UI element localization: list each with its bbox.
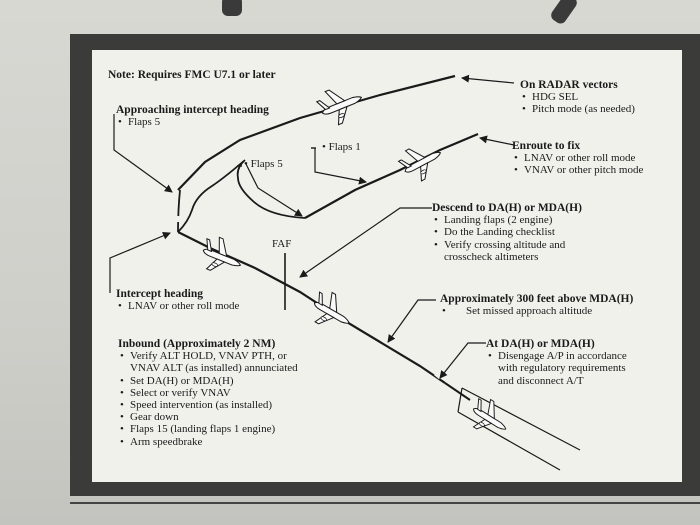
callout-item: Pitch mode (as needed) [520, 103, 635, 115]
callout-title: On RADAR vectors [520, 79, 618, 91]
callout-at-da-mda: At DA(H) or MDA(H) Disengage A/P in acco… [486, 338, 627, 387]
callout-title: Inbound (Approximately 2 NM) [118, 338, 276, 350]
path-intercept [177, 189, 181, 233]
callout-item: Flaps 5 [116, 116, 269, 128]
label-faf: FAF [272, 238, 292, 250]
label-flaps-1: • Flaps 1 [322, 141, 361, 153]
callout-item: Do the Landing checklist [432, 226, 582, 238]
callout-item: HDG SEL [520, 91, 635, 103]
callout-item: LNAV or other roll mode [512, 152, 643, 164]
callout-item: Arm speedbrake [118, 436, 298, 448]
callout-item: Landing flaps (2 engine) [432, 214, 582, 226]
callout-item: LNAV or other roll mode [116, 300, 239, 312]
callout-item: Speed intervention (as installed) [118, 399, 298, 411]
callout-approaching-intercept: Approaching intercept heading Flaps 5 [116, 104, 269, 129]
label-flaps-1-text: Flaps 1 [328, 141, 361, 153]
binder-ring-left [222, 0, 242, 16]
airplane-icon-intercept [195, 232, 248, 281]
callout-item: Set missed approach altitude [440, 305, 633, 317]
callout-item: Set DA(H) or MDA(H) [118, 375, 298, 387]
callout-intercept-heading: Intercept heading LNAV or other roll mod… [116, 288, 239, 313]
path-enroute-fix [304, 132, 479, 219]
callout-title: At DA(H) or MDA(H) [486, 338, 595, 350]
airplane-icon-landing [464, 393, 516, 443]
runway [457, 387, 581, 471]
callout-descend: Descend to DA(H) or MDA(H) Landing flaps… [432, 202, 582, 263]
airplane-icon-enroute [395, 136, 449, 187]
callout-title: Approximately 300 feet above MDA(H) [440, 293, 634, 305]
airplane-icon-radar [313, 79, 369, 130]
callout-item-continued: with regulatory requirements [498, 362, 626, 375]
airplane-icon-inbound [305, 286, 359, 338]
callout-enroute-to-fix: Enroute to fix LNAV or other roll mode V… [512, 140, 643, 177]
callout-title: Descend to DA(H) or MDA(H) [432, 202, 582, 214]
callout-item: Select or verify VNAV [118, 387, 298, 399]
path-radar-vectors [177, 74, 456, 191]
callout-item: Verify ALT HOLD, VNAV PTH, or [118, 350, 298, 362]
callout-item: Disengage A/P in accordance [486, 350, 627, 362]
path-procedure-turn [177, 159, 306, 233]
callout-item-continued: VNAV ALT (as installed) annunciated [130, 362, 298, 375]
callout-approx-300-feet: Approximately 300 feet above MDA(H) Set … [440, 293, 634, 318]
callout-item: VNAV or other pitch mode [512, 164, 643, 176]
callout-item: Flaps 15 (landing flaps 1 engine) [118, 423, 298, 435]
callout-title: Enroute to fix [512, 140, 581, 152]
callout-on-radar-vectors: On RADAR vectors HDG SEL Pitch mode (as … [520, 79, 635, 116]
label-flaps-5-text: Flaps 5 [250, 158, 283, 170]
callout-arrows [109, 74, 515, 379]
page-rule [70, 502, 700, 504]
callout-title: Intercept heading [116, 288, 203, 300]
callout-title: Approaching intercept heading [116, 104, 269, 116]
callout-item-continued: crosscheck altimeters [444, 250, 539, 263]
callout-item: Gear down [118, 411, 298, 423]
callout-item-continued: and disconnect A/T [498, 374, 584, 387]
note-requires-fmc: Note: Requires FMC U7.1 or later [108, 69, 276, 81]
callout-item: Verify crossing altitude and [432, 239, 582, 251]
path-runway-segment [444, 382, 471, 401]
label-flaps-5: • Flaps 5 [244, 158, 283, 170]
callout-inbound: Inbound (Approximately 2 NM) Verify ALT … [118, 338, 298, 448]
